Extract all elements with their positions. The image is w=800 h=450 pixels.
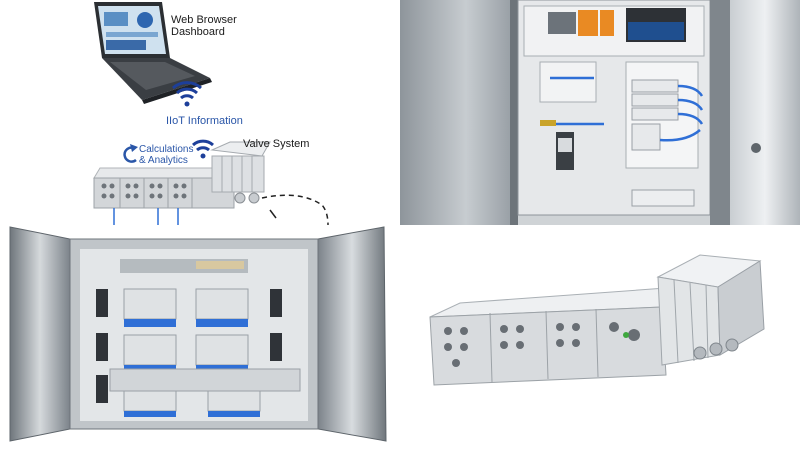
valve-product-art xyxy=(429,254,765,386)
valve-system-illustration xyxy=(93,141,271,225)
dashboard-label: Web Browser Dashboard xyxy=(171,14,237,38)
iiot-diagram-art xyxy=(93,2,329,225)
cabinet-photo-interior xyxy=(400,0,800,225)
open-cabinet-art xyxy=(9,226,387,442)
valve-system-product-photo xyxy=(400,225,800,450)
valve-system-label: Valve System xyxy=(243,138,310,150)
wifi-icon-laptop xyxy=(172,81,202,107)
iiot-diagram-panel: Web Browser Dashboard IIoT Information C… xyxy=(0,0,400,225)
wifi-icon-valve xyxy=(192,139,214,159)
iiot-label: IIoT Information xyxy=(166,115,243,127)
cabinet-photo-open xyxy=(0,225,400,450)
dashed-connection-line xyxy=(261,194,329,225)
refresh-arrow-icon xyxy=(123,144,138,163)
cabinet-photo-art xyxy=(400,0,800,225)
calculations-label: Calculations & Analytics xyxy=(139,144,194,166)
